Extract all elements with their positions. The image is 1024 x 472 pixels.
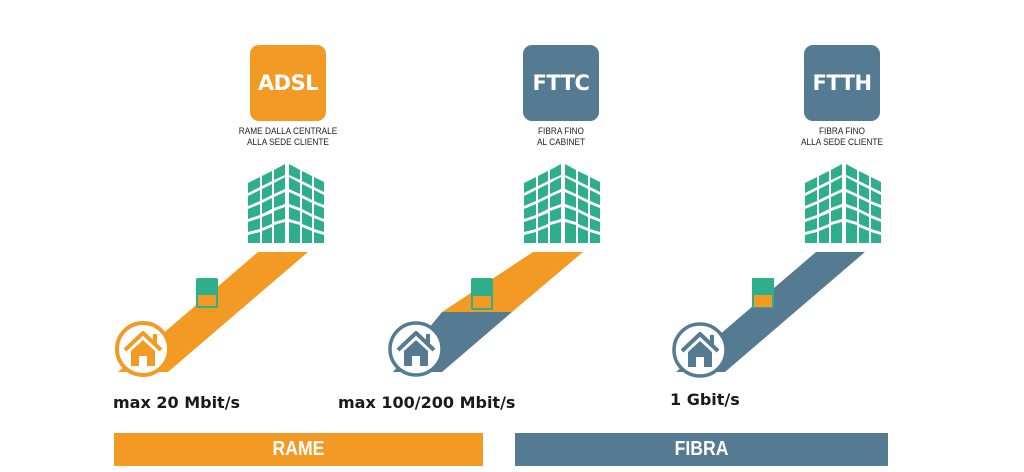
building-icon bbox=[248, 164, 324, 243]
fttc-caption-line2: AL CABINET bbox=[536, 137, 586, 147]
building-icon bbox=[524, 164, 600, 243]
house-icon bbox=[115, 321, 171, 377]
ftth-caption-line2: ALLA SEDE CLIENTE bbox=[801, 137, 883, 147]
adsl-caption: RAME DALLA CENTRALE ALLA SEDE CLIENTE bbox=[214, 126, 361, 148]
cabinet-icon bbox=[752, 278, 774, 308]
ftth-caption: FIBRA FINO ALLA SEDE CLIENTE bbox=[768, 126, 915, 148]
house-icon bbox=[672, 322, 728, 378]
ftth-caption-line1: FIBRA FINO bbox=[818, 126, 865, 136]
cabinet-icon bbox=[196, 278, 218, 308]
fttc-label: FTTC bbox=[532, 71, 590, 95]
technology-adsl: ADSL RAME DALLA CENTRALE ALLA SEDE CLIEN… bbox=[0, 0, 340, 420]
house-icon bbox=[388, 321, 444, 377]
fttc-badge: FTTC bbox=[523, 45, 599, 121]
fiber-category-bar: FIBRA bbox=[515, 433, 888, 466]
adsl-caption-line2: ALLA SEDE CLIENTE bbox=[247, 137, 329, 147]
adsl-badge: ADSL bbox=[250, 45, 326, 121]
fttc-diagram bbox=[388, 164, 600, 377]
fttc-caption: FIBRA FINO AL CABINET bbox=[487, 126, 634, 148]
ftth-diagram bbox=[672, 164, 881, 378]
copper-category-label: RAME bbox=[272, 438, 325, 460]
technology-ftth: FTTH FIBRA FINO ALLA SEDE CLIENTE bbox=[560, 0, 900, 420]
ftth-label: FTTH bbox=[812, 71, 872, 95]
fttc-caption-line1: FIBRA FINO bbox=[537, 126, 584, 136]
adsl-caption-line1: RAME DALLA CENTRALE bbox=[238, 126, 338, 136]
fttc-speed: max 100/200 Mbit/s bbox=[338, 393, 516, 412]
adsl-speed: max 20 Mbit/s bbox=[113, 393, 241, 412]
cabinet-icon bbox=[471, 278, 493, 310]
copper-category-bar: RAME bbox=[114, 433, 483, 466]
technology-fttc: FTTC FIBRA FINO AL CABINET bbox=[280, 0, 620, 420]
ftth-speed: 1 Gbit/s bbox=[670, 390, 740, 409]
ftth-badge: FTTH bbox=[804, 45, 880, 121]
adsl-label: ADSL bbox=[257, 71, 319, 95]
fiber-category-label: FIBRA bbox=[674, 438, 729, 460]
building-icon bbox=[805, 164, 881, 243]
adsl-diagram bbox=[115, 164, 324, 377]
